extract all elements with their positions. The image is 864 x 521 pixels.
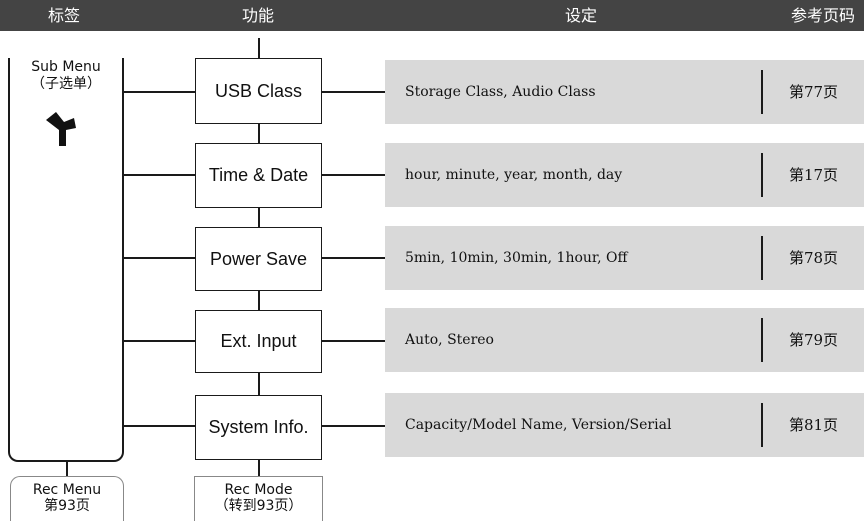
link-right-1 [322,91,385,93]
connector-submenu-bottom [66,462,68,476]
setting-row: Capacity/Model Name, Version/Serial 第81页 [385,393,864,457]
table-header: 标签 功能 设定 参考页码 [0,0,864,31]
link-left-3 [124,257,195,259]
rec-mode-box[interactable]: Rec Mode （转到93页） [194,476,323,521]
function-box-time-date[interactable]: Time & Date [195,143,322,208]
rec-menu-page: 第93页 [44,498,90,514]
setting-divider [761,318,763,362]
header-setting: 设定 [565,6,598,25]
header-function: 功能 [242,6,275,25]
page-ref: 第81页 [788,416,839,434]
connector-4-5 [258,372,260,397]
setting-text: Storage Class, Audio Class [405,84,596,100]
connector-3-4 [258,290,260,312]
setting-text: Capacity/Model Name, Version/Serial [405,417,672,433]
rec-menu-tab[interactable]: Rec Menu 第93页 [10,476,124,521]
function-box-ext-input[interactable]: Ext. Input [195,310,322,373]
function-box-usb-class[interactable]: USB Class [195,58,322,124]
rec-menu-label: Rec Menu [32,482,102,498]
setting-divider [761,236,763,280]
wrench-icon [46,112,76,146]
page-ref: 第78页 [788,249,839,267]
connector-top [258,38,260,58]
setting-divider [761,70,763,114]
setting-text: Auto, Stereo [405,332,494,348]
setting-divider [761,153,763,197]
setting-divider [761,403,763,447]
setting-text: 5min, 10min, 30min, 1hour, Off [405,250,628,266]
header-page: 参考页码 [791,6,856,25]
connector-bottom [258,459,260,476]
connector-1-2 [258,123,260,145]
rec-mode-page: （转到93页） [214,498,303,514]
link-left-4 [124,340,195,342]
submenu-title: Sub Menu [31,59,101,75]
link-left-1 [124,91,195,93]
setting-row: Storage Class, Audio Class 第77页 [385,60,864,124]
connector-2-3 [258,207,260,229]
link-left-2 [124,174,195,176]
page-ref: 第79页 [788,331,839,349]
header-label: 标签 [48,6,81,25]
page-ref: 第17页 [788,166,839,184]
link-right-3 [322,257,385,259]
link-right-4 [322,340,385,342]
submenu-subtitle: （子选单） [31,76,101,92]
link-left-5 [124,425,195,427]
function-box-system-info[interactable]: System Info. [195,395,322,460]
function-box-power-save[interactable]: Power Save [195,227,322,291]
setting-row: hour, minute, year, month, day 第17页 [385,143,864,207]
link-right-5 [322,425,385,427]
setting-row: 5min, 10min, 30min, 1hour, Off 第78页 [385,226,864,290]
page-ref: 第77页 [788,83,839,101]
link-right-2 [322,174,385,176]
rec-mode-label: Rec Mode [224,482,293,498]
setting-row: Auto, Stereo 第79页 [385,308,864,372]
setting-text: hour, minute, year, month, day [405,167,623,183]
